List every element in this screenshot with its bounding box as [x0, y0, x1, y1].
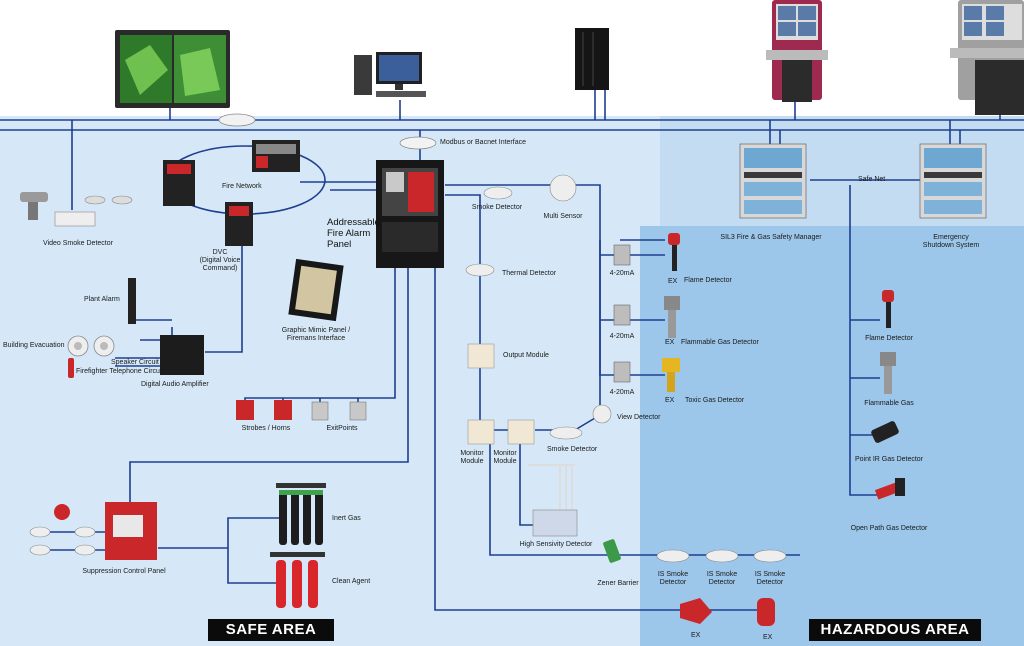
output-module-label: Output Module	[503, 352, 549, 359]
zener-barrier-icon	[603, 539, 621, 563]
open-path-label: Open Path Gas Detector	[850, 525, 928, 532]
ex-beacon-label: EX	[763, 634, 773, 641]
point-ir-detector-icon	[871, 421, 899, 443]
safe-net-label: Safe Net	[858, 176, 886, 183]
thermal-detector-label: Thermal Detector	[502, 270, 557, 277]
server-rack-icon	[575, 28, 609, 90]
smoke-detector-bottom-icon	[549, 426, 583, 440]
ma-2-label: 4-20mA	[609, 333, 635, 340]
is-smoke-3-label: IS Smoke Detector	[754, 571, 786, 587]
building-evacuation-label: Building Evacuation	[3, 342, 65, 349]
monitor-module-1-label: Monitor Module	[460, 450, 484, 466]
ma-3-label: 4-20mA	[609, 389, 635, 396]
speaker-circuit-label: Speaker Circuit	[111, 359, 159, 366]
monitor-module-2-icon	[507, 419, 535, 445]
smoke-detector-top-icon	[483, 186, 513, 200]
strobes-horns-label: Strobes / Horns	[241, 425, 291, 432]
cctv-monitor-icon	[115, 30, 230, 108]
output-module-icon	[467, 343, 495, 369]
ex-3-label: EX	[665, 397, 675, 404]
fire-alarm-panel-icon	[376, 160, 444, 268]
view-detector-label: View Detector	[617, 414, 661, 421]
smoke-detector-top-label: Smoke Detector	[471, 204, 523, 211]
clean-agent-cylinders-icon	[270, 552, 325, 608]
exitpoints-icon	[311, 401, 367, 421]
fire-alarm-panel-label: Addressable Fire Alarm Panel	[327, 217, 380, 250]
ex-2-label: EX	[665, 339, 675, 346]
video-cameras-icon	[20, 192, 133, 227]
digital-audio-amplifier-label: Digital Audio Amplifier	[141, 381, 209, 388]
audio-amplifier-icon	[160, 335, 204, 375]
is-smoke-detectors-icon	[656, 549, 787, 563]
thermal-detector-icon	[465, 263, 495, 277]
evacuation-speakers-icon	[67, 335, 115, 357]
smoke-detector-bottom-label: Smoke Detector	[547, 446, 598, 453]
flame-detector-1-icon	[668, 233, 680, 271]
view-detector-icon	[592, 404, 612, 424]
clean-agent-label: Clean Agent	[332, 578, 371, 585]
desktop-computer-icon	[354, 52, 426, 97]
high-sensivity-detector-icon	[528, 464, 578, 537]
sil3-manager-rack-icon	[739, 143, 807, 219]
fire-network-label: Fire Network	[222, 183, 262, 190]
operator-console-2-icon	[950, 0, 1024, 115]
monitor-module-2-label: Monitor Module	[493, 450, 517, 466]
hazardous-area-tag: HAZARDOUS AREA	[809, 619, 981, 641]
ex-beacon-icon	[757, 598, 775, 626]
network-panel-2-icon	[252, 140, 300, 172]
video-smoke-detector-label: Video Smoke Detector	[43, 240, 113, 247]
wiring	[0, 90, 1024, 611]
toxic-gas-detector-label: Toxic Gas Detector	[685, 397, 745, 404]
flammable-gas-detector-label: Flammable Gas Detector	[681, 339, 759, 346]
esd-rack-icon	[919, 143, 987, 219]
graphic-mimic-panel-label: Graphic Mimic Panel / Firemans Interface	[281, 327, 351, 343]
plant-alarm-label: Plant Alarm	[84, 296, 120, 303]
esd-label: Emergency Shutdown System	[922, 234, 980, 250]
network-panel-1-icon	[163, 160, 195, 206]
sil3-manager-label: SIL3 Fire & Gas Safety Manager	[720, 234, 822, 241]
is-smoke-2-label: IS Smoke Detector	[706, 571, 738, 587]
ex-1-label: EX	[668, 278, 678, 285]
toxic-gas-detector-icon	[662, 358, 680, 392]
ex-sounder-label: EX	[691, 632, 701, 639]
multi-sensor-label: Multi Sensor	[543, 213, 583, 220]
plant-alarm-speaker-icon	[128, 278, 136, 324]
monitor-module-1-icon	[467, 419, 495, 445]
flame-detector-1-label: Flame Detector	[684, 277, 732, 284]
suppression-panel-icon	[29, 502, 157, 560]
zener-barrier-label: Zener Barrier	[597, 580, 639, 587]
flammable-gas-label: Flammable Gas	[864, 400, 914, 407]
dvc-panel-icon	[225, 202, 253, 246]
network-interface-icon	[218, 113, 437, 150]
safe-area-tag: SAFE AREA	[208, 619, 334, 641]
point-ir-label: Point IR Gas Detector	[854, 456, 924, 463]
multi-sensor-icon	[549, 174, 577, 202]
flammable-gas-detector-icon	[664, 296, 680, 338]
inert-gas-label: Inert Gas	[332, 515, 361, 522]
inert-gas-cylinders-icon	[276, 483, 326, 545]
exitpoints-label: ExitPoints	[326, 425, 358, 432]
ma-1-label: 4-20mA	[609, 270, 635, 277]
firefighter-telephone-icon	[68, 358, 74, 378]
junction-boxes-icon	[613, 244, 631, 383]
strobes-horns-icon	[236, 400, 292, 420]
flammable-gas-icon	[880, 352, 896, 394]
flame-detector-2-icon	[882, 290, 894, 328]
firefighter-circuit-label: Firefighter Telephone Circuit	[76, 368, 164, 375]
graphic-mimic-panel-icon	[288, 258, 344, 322]
operator-console-icon	[766, 0, 828, 102]
open-path-detector-icon	[874, 478, 905, 500]
flame-detector-2-label: Flame Detector	[865, 335, 913, 342]
dvc-label: DVC (Digital Voice Command)	[199, 249, 241, 273]
suppression-panel-label: Suppression Control Panel	[82, 568, 166, 575]
hazardous-area-background	[640, 226, 1024, 646]
modbus-interface-label: Modbus or Bacnet Interface	[440, 139, 526, 146]
high-sensivity-label: High Sensivity Detector	[519, 541, 593, 548]
is-smoke-1-label: IS Smoke Detector	[657, 571, 689, 587]
ex-sounder-icon	[680, 598, 712, 624]
